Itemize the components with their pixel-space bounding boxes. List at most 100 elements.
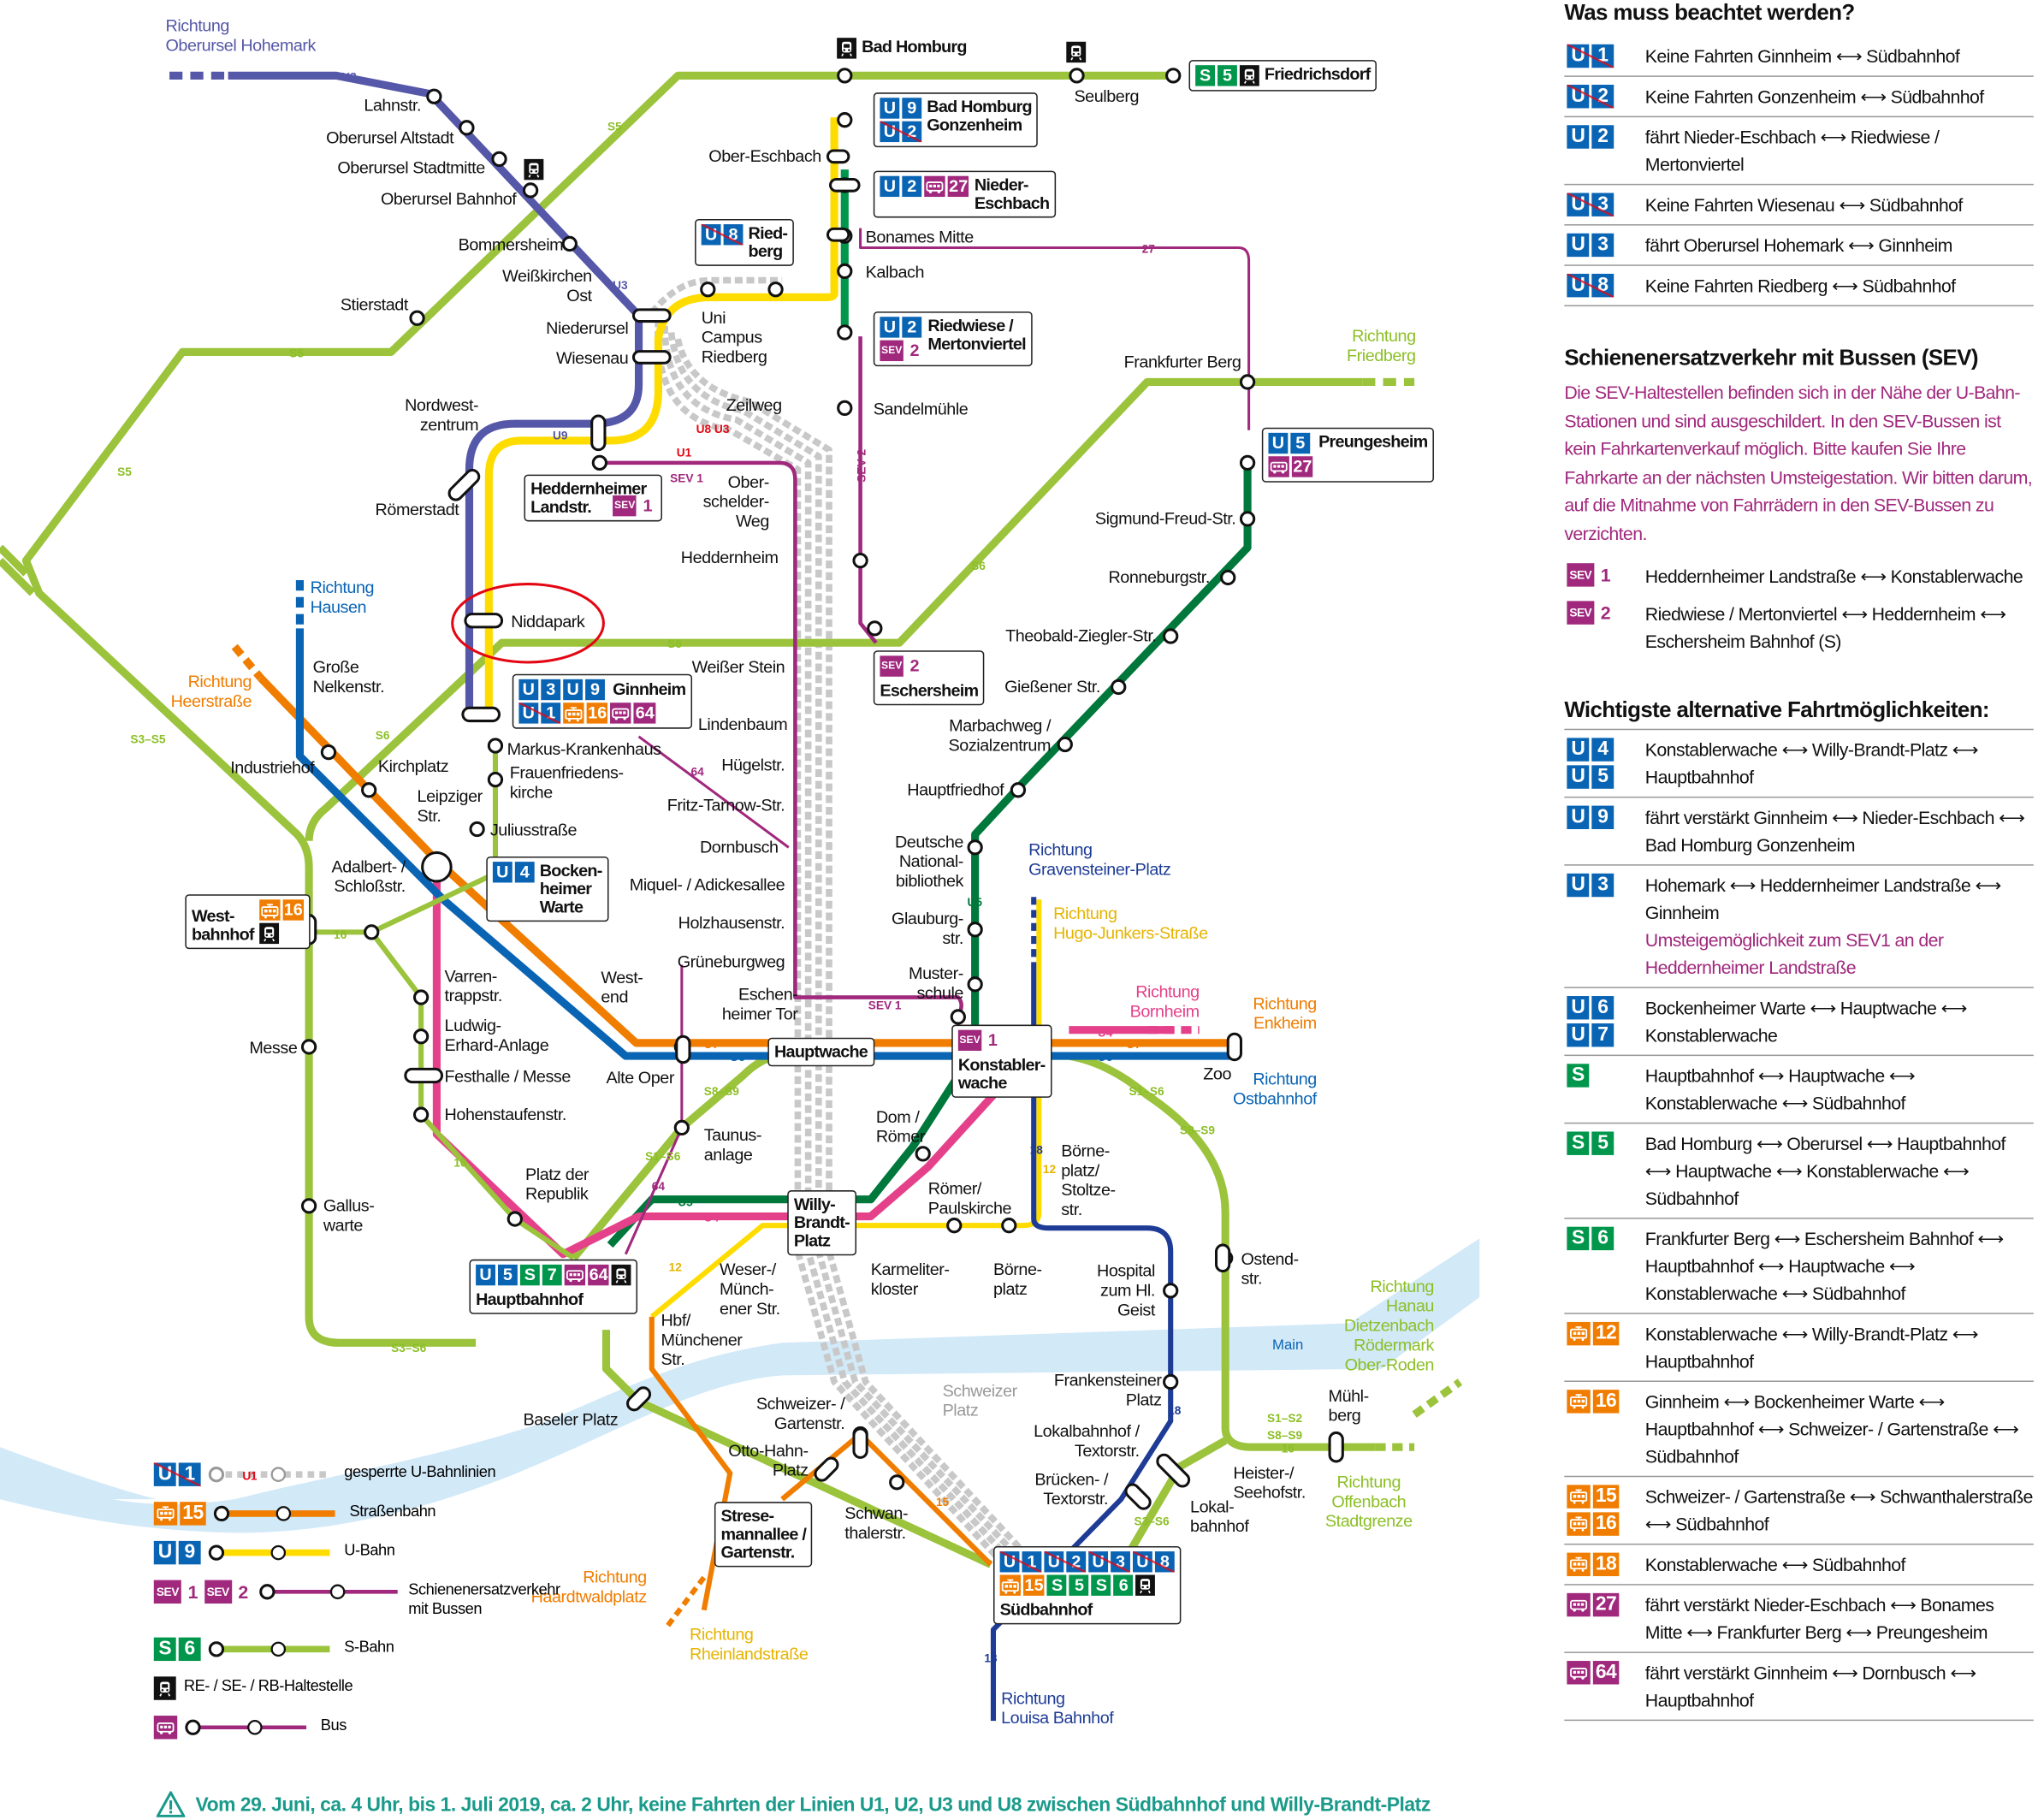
station-stop[interactable] [1111, 679, 1127, 696]
station-stop[interactable] [487, 771, 504, 788]
station-stop[interactable] [491, 151, 507, 168]
station-stop[interactable] [837, 400, 853, 417]
station-box-badhomburg[interactable]: Bad Homburg [837, 37, 967, 59]
line-badge-rail [1239, 65, 1259, 86]
interchange-stop[interactable] [1155, 1452, 1192, 1489]
station-stop[interactable] [409, 310, 425, 326]
station-stop[interactable] [700, 282, 716, 298]
station-stop[interactable] [867, 620, 883, 637]
line-label: U3 [341, 70, 357, 83]
interchange-stop[interactable] [1226, 1032, 1242, 1062]
interchange-stop[interactable] [675, 1034, 691, 1064]
station-stop[interactable] [412, 1106, 430, 1123]
station-stop[interactable] [837, 68, 853, 84]
station-stop[interactable] [767, 282, 784, 298]
station-stop[interactable] [946, 1218, 963, 1234]
station-stop[interactable] [1069, 68, 1085, 84]
station-stop[interactable] [1163, 1373, 1179, 1390]
station-box-seulberg_rail[interactable] [1066, 41, 1087, 63]
station-stop[interactable] [673, 1119, 690, 1136]
interchange-stop[interactable] [1328, 1431, 1344, 1463]
station-stop[interactable] [1239, 454, 1256, 471]
station-stop[interactable] [967, 922, 983, 938]
station-stop[interactable] [837, 263, 853, 280]
station-stop[interactable] [1239, 374, 1256, 390]
station-stop[interactable] [967, 976, 983, 993]
line-number: 5 [498, 1264, 518, 1286]
station-stop[interactable] [300, 1198, 317, 1214]
station-stop[interactable] [361, 782, 377, 798]
station-stop[interactable] [1163, 1283, 1179, 1299]
station-box-willybrandt[interactable]: Willy-Brandt-Platz [787, 1190, 856, 1256]
station-stop[interactable] [852, 553, 868, 569]
station-stop[interactable] [889, 1474, 905, 1491]
station-label-ottohahn: Otto-Hahn-Platz [728, 1442, 808, 1480]
station-stop[interactable] [1057, 736, 1073, 753]
station-stop[interactable] [1001, 1218, 1017, 1234]
station-stop[interactable] [300, 1039, 317, 1055]
interchange-stop[interactable] [1214, 1243, 1231, 1273]
interchange-stop[interactable] [417, 846, 457, 886]
station-stop[interactable] [837, 112, 853, 128]
line-label: U6 [730, 1051, 745, 1064]
station-stop[interactable] [1165, 68, 1182, 84]
line-type-letter: U [880, 98, 900, 119]
station-stop[interactable] [591, 454, 607, 471]
station-stop[interactable] [915, 1146, 931, 1162]
station-box-hauptwache[interactable]: Hauptwache [767, 1037, 874, 1067]
interchange-stop[interactable] [461, 706, 501, 723]
station-stop[interactable] [1163, 628, 1179, 644]
interchange-stop[interactable] [447, 467, 482, 502]
interchange-stop[interactable] [631, 308, 672, 323]
station-stop[interactable] [522, 182, 539, 199]
interchange-stop[interactable] [631, 350, 672, 365]
station-stop[interactable] [507, 1211, 523, 1227]
station-label-line: Enkheim [1253, 1014, 1317, 1033]
station-stop[interactable] [950, 1009, 966, 1025]
station-stop[interactable] [320, 744, 337, 761]
interchange-stop[interactable] [829, 177, 861, 193]
interchange-stop[interactable] [625, 1385, 652, 1413]
station-box-stadtmitte_rail[interactable] [524, 158, 544, 181]
station-stop[interactable] [1220, 569, 1236, 586]
station-stop[interactable] [837, 324, 853, 341]
station-stop[interactable] [1010, 782, 1027, 798]
interchange-stop[interactable] [852, 1427, 868, 1459]
interchange-stop[interactable] [1123, 1482, 1152, 1511]
station-stop[interactable] [426, 88, 442, 104]
interchange-stop[interactable] [826, 227, 850, 242]
interchange-stop[interactable] [464, 613, 504, 629]
station-stop[interactable] [487, 738, 504, 754]
station-stop[interactable] [412, 989, 430, 1005]
station-box-stresemann[interactable]: Strese-mannallee /Gartenstr. [714, 1502, 813, 1568]
station-stop[interactable] [364, 924, 380, 940]
station-stop[interactable] [1239, 511, 1256, 527]
badge-row [837, 38, 857, 59]
station-stop[interactable] [967, 839, 983, 856]
interchange-stop[interactable] [590, 414, 607, 452]
station-stop[interactable] [459, 120, 475, 136]
station-stop[interactable] [561, 235, 578, 252]
interchange-stop[interactable] [826, 149, 850, 164]
interchange-stop[interactable] [813, 1455, 840, 1483]
interchange-stop[interactable] [404, 1067, 444, 1084]
badge-column [153, 1676, 176, 1700]
station-stop[interactable] [412, 1029, 430, 1045]
station-stop[interactable] [469, 821, 485, 838]
